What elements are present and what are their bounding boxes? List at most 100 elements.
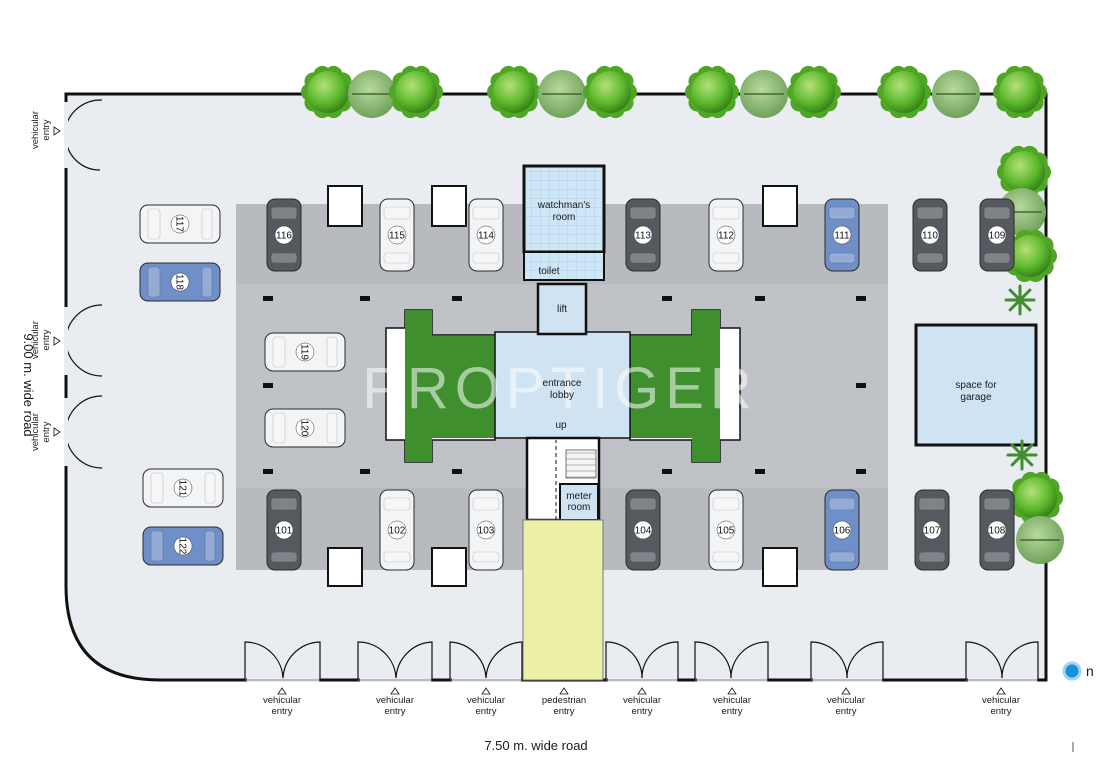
svg-text:vehicular: vehicular bbox=[827, 695, 865, 706]
svg-text:vehicular: vehicular bbox=[467, 695, 505, 706]
meter-room-box bbox=[559, 483, 599, 521]
parking-bay-number: 104 bbox=[635, 526, 652, 537]
toilet-label: toilet bbox=[538, 266, 559, 277]
tree-icon bbox=[389, 65, 443, 119]
svg-text:entry: entry bbox=[271, 706, 292, 717]
parking-bay-number: 118 bbox=[174, 274, 185, 290]
parking-bay-101: 101 bbox=[266, 489, 302, 571]
trees bbox=[301, 65, 1064, 564]
parking-bay-number: 110 bbox=[922, 231, 938, 242]
north-arrow-icon bbox=[1062, 661, 1082, 681]
parking-bay-number: 107 bbox=[924, 526, 941, 537]
svg-text:vehicular: vehicular bbox=[376, 695, 414, 706]
bottom-road-label: 7.50 m. wide road bbox=[484, 738, 587, 753]
parking-bay-111: 111 bbox=[824, 198, 860, 272]
service-shafts bbox=[327, 185, 798, 587]
parking-bay-number: 121 bbox=[177, 480, 188, 497]
parking-bay-number: 120 bbox=[299, 420, 310, 437]
svg-text:entry: entry bbox=[384, 706, 405, 717]
parking-bay-110: 110 bbox=[912, 198, 948, 272]
parking-bay-116: 116 bbox=[266, 198, 302, 272]
tree-icon bbox=[993, 65, 1047, 119]
parking-bay-109: 109 bbox=[979, 198, 1015, 272]
svg-text:entry: entry bbox=[475, 706, 496, 717]
entry-markers bbox=[53, 126, 1006, 695]
structural-columns bbox=[263, 296, 866, 474]
tree-icon bbox=[787, 65, 841, 119]
svg-text:entry: entry bbox=[631, 706, 652, 717]
watchmans-room-label-2: room bbox=[553, 212, 576, 223]
parking-bay-108: 108 bbox=[979, 489, 1015, 571]
svg-text:entry: entry bbox=[835, 706, 856, 717]
parking-bay-120: 120 bbox=[264, 408, 346, 448]
tree-icon bbox=[1009, 471, 1063, 525]
tree-icon bbox=[877, 65, 931, 119]
toilet-box bbox=[523, 251, 605, 281]
parking-bay-number: 122 bbox=[177, 538, 188, 555]
parking-bay-119: 119 bbox=[264, 332, 346, 372]
svg-text:entry: entry bbox=[41, 329, 52, 350]
shrub-icon bbox=[740, 70, 788, 118]
parking-bay-number: 116 bbox=[276, 231, 292, 242]
watchmans-room-label-1: watchman's bbox=[537, 200, 591, 211]
svg-text:entry: entry bbox=[990, 706, 1011, 717]
lobby-label-2: lobby bbox=[550, 390, 574, 401]
parking-bay-117: 117 bbox=[139, 204, 221, 244]
lift-box bbox=[536, 282, 588, 336]
plant-icon bbox=[1004, 284, 1036, 316]
parking-bay-number: 117 bbox=[174, 216, 185, 232]
parking-bay-number: 108 bbox=[989, 526, 1006, 537]
parking-bay-number: 101 bbox=[276, 526, 293, 537]
parking-bay-number: 114 bbox=[478, 231, 494, 242]
parking-bay-106: 106 bbox=[824, 489, 860, 571]
shrub-icon bbox=[1016, 516, 1064, 564]
parking-bay-107: 107 bbox=[914, 489, 950, 571]
parking-bay-102: 102 bbox=[379, 489, 415, 571]
parking-bay-number: 102 bbox=[389, 526, 406, 537]
pedestrian-walkway bbox=[522, 519, 604, 681]
svg-text:vehicular: vehicular bbox=[713, 695, 751, 706]
meter-room-label-1: meter bbox=[566, 491, 592, 502]
parking-bay-number: 105 bbox=[718, 526, 735, 537]
parking-bay-number: 112 bbox=[718, 231, 734, 242]
parking-bay-112: 112 bbox=[708, 198, 744, 272]
entry-labels: vehicular entry vehicular entry vehicula… bbox=[30, 111, 1020, 717]
parking-bay-115: 115 bbox=[379, 198, 415, 272]
parking-bay-number: 106 bbox=[834, 526, 851, 537]
tree-icon bbox=[487, 65, 541, 119]
shrub-icon bbox=[348, 70, 396, 118]
parking-bay-104: 104 bbox=[625, 489, 661, 571]
tree-icon bbox=[997, 145, 1051, 199]
tree-icon bbox=[301, 65, 355, 119]
up-label: up bbox=[555, 420, 567, 431]
svg-text:vehicular: vehicular bbox=[30, 111, 41, 149]
garage-label-2: garage bbox=[960, 392, 992, 403]
shrub-icon bbox=[538, 70, 586, 118]
parking-bay-number: 115 bbox=[389, 231, 405, 242]
lift-label: lift bbox=[557, 304, 567, 315]
plant-icon bbox=[1006, 439, 1038, 471]
parking-bay-number: 119 bbox=[299, 344, 310, 360]
svg-text:vehicular: vehicular bbox=[982, 695, 1020, 706]
parking-bay-number: 103 bbox=[478, 526, 495, 537]
watermark: PROPTIGER bbox=[362, 356, 758, 421]
parking-bay-122: 122 bbox=[142, 526, 224, 566]
garage-box bbox=[914, 323, 1038, 447]
tree-icon bbox=[685, 65, 739, 119]
entrance-lobby bbox=[494, 331, 631, 439]
parking-bay-118: 118 bbox=[139, 262, 221, 302]
watchmans-room-box bbox=[522, 164, 606, 254]
parking-bay-114: 114 bbox=[468, 198, 504, 272]
svg-text:entry: entry bbox=[553, 706, 574, 717]
svg-text:entry: entry bbox=[41, 119, 52, 140]
svg-text:vehicular: vehicular bbox=[30, 321, 41, 359]
tree-icon bbox=[583, 65, 637, 119]
tree-icon bbox=[1003, 229, 1057, 283]
left-road-label: 9.00 m. wide road bbox=[21, 333, 36, 436]
parking-bay-103: 103 bbox=[468, 489, 504, 571]
shrub-icon bbox=[932, 70, 980, 118]
garage-label-1: space for bbox=[955, 380, 997, 391]
parking-bay-121: 121 bbox=[142, 468, 224, 508]
